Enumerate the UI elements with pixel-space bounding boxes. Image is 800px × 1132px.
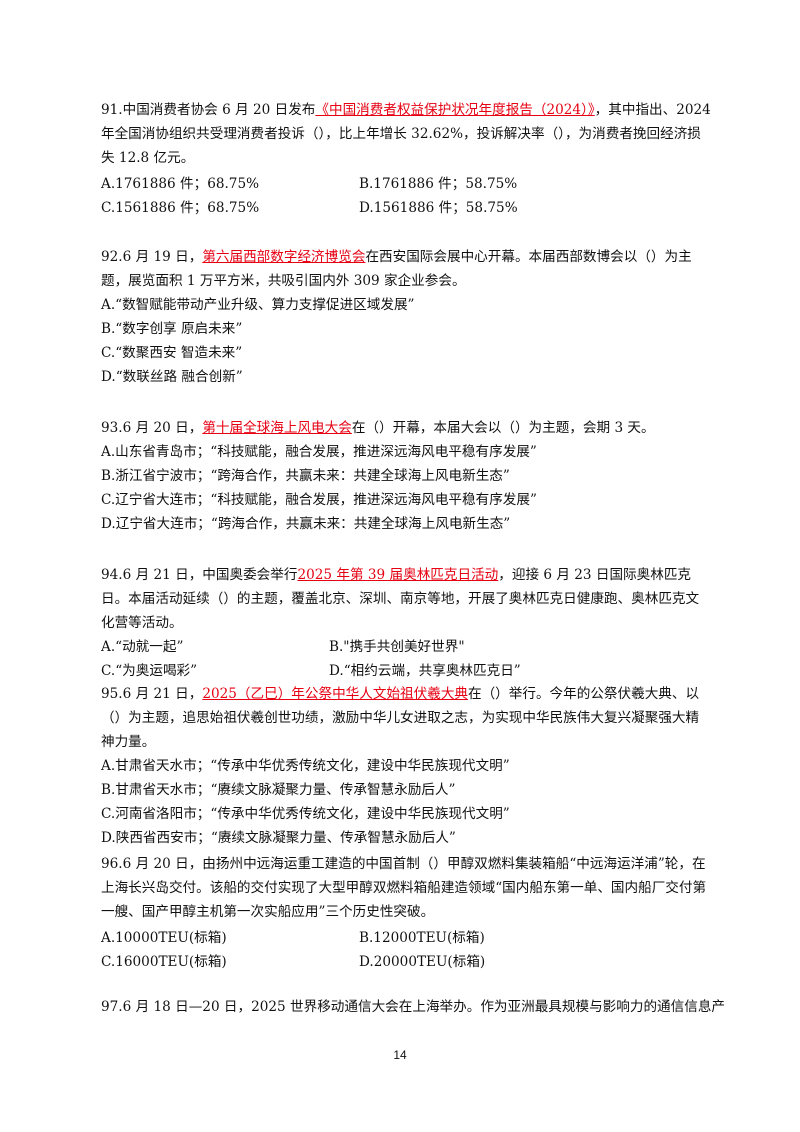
option-d: D.陕西省西安市；“赓续文脉凝聚力量、传承智慧永励后人”: [101, 830, 456, 846]
highlighted-topic: 2025（乙巳）年公祭中华人文始祖伏羲大典: [202, 686, 468, 702]
options: A.1761886 件；68.75% B.1761886 件；58.75% C.…: [101, 172, 711, 220]
question-stem: 95.6 月 21 日，2025（乙巳）年公祭中华人文始祖伏羲大典在（）举行。今…: [101, 682, 711, 754]
option-d: D.20000TEU(标箱): [359, 954, 486, 970]
stem-text: ，迎接 6 月 23 日国际奥林匹克日。本届活动延续（）的主题，覆盖北京、深圳、…: [101, 567, 700, 631]
option-d: D.“相约云端，共享奥林匹克日”: [329, 663, 521, 679]
question-stem: 92.6 月 19 日，第六届西部数字经济博览会在西安国际会展中心开幕。本届西部…: [101, 245, 711, 293]
highlighted-topic: 2025 年第 39 届奥林匹克日活动: [297, 567, 499, 583]
question-stem: 96.6 月 20 日，由扬州中远海运重工建造的中国首制（）甲醇双燃料集装箱船“…: [101, 852, 711, 924]
option-b: B."携手共创美好世界": [329, 639, 465, 655]
options: A.10000TEU(标箱) B.12000TEU(标箱) C.16000TEU…: [101, 926, 711, 974]
stem-text: 在（）开幕，本届大会以（）为主题，会期 3 天。: [351, 420, 655, 436]
option-c: C.辽宁省大连市；“科技赋能，融合发展，推进深远海风电平稳有序发展”: [101, 492, 537, 508]
question-96: 96.6 月 20 日，由扬州中远海运重工建造的中国首制（）甲醇双燃料集装箱船“…: [101, 852, 711, 974]
option-c: C.“数聚西安 智造未来”: [101, 345, 243, 361]
option-a: A.10000TEU(标箱): [101, 930, 227, 946]
stem-text: 在西安国际会展中心开幕。本届西部数博会以（）为主题，展览面积 1 万平方米，共吸…: [101, 249, 692, 289]
question-93: 93.6 月 20 日，第十届全球海上风电大会在（）开幕，本届大会以（）为主题，…: [101, 416, 711, 536]
question-stem: 97.6 月 18 日—20 日，2025 世界移动通信大会在上海举办。作为亚洲…: [101, 995, 725, 1019]
stem-text: 93.6 月 20 日，: [101, 420, 203, 436]
option-b: B.1761886 件；58.75%: [359, 176, 518, 192]
option-d: D.辽宁省大连市；“跨海合作，共赢未来：共建全球海上风电新生态”: [101, 516, 511, 532]
option-b: B.“数字创享 原启未来”: [101, 321, 243, 337]
option-d: D.1561886 件；58.75%: [359, 200, 518, 216]
highlighted-topic: 第十届全球海上风电大会: [202, 420, 352, 436]
option-b: B.甘肃省天水市；“赓续文脉凝聚力量、传承智慧永励后人”: [101, 782, 456, 798]
option-a: A.1761886 件；68.75%: [101, 176, 260, 192]
option-c: C.16000TEU(标箱): [101, 954, 227, 970]
stem-text: 97.6 月 18 日—20 日，2025 世界移动通信大会在上海举办。作为亚洲…: [101, 999, 726, 1015]
question-stem: 93.6 月 20 日，第十届全球海上风电大会在（）开幕，本届大会以（）为主题，…: [101, 416, 711, 440]
option-c: C.1561886 件；68.75%: [101, 200, 260, 216]
stem-text: 92.6 月 19 日，: [101, 249, 203, 265]
option-a: A.“动就一起”: [101, 639, 184, 655]
option-a: A.山东省青岛市；“科技赋能，融合发展，推进深远海风电平稳有序发展”: [101, 444, 537, 460]
highlighted-topic: 《中国消费者权益保护状况年度报告（2024）》: [315, 102, 595, 118]
option-b: B.浙江省宁波市；“跨海合作，共赢未来：共建全球海上风电新生态”: [101, 468, 510, 484]
question-91: 91.中国消费者协会 6 月 20 日发布《中国消费者权益保护状况年度报告（20…: [101, 98, 711, 220]
option-a: A.甘肃省天水市；“传承中华优秀传统文化，建设中华民族现代文明”: [101, 758, 510, 774]
stem-text: 96.6 月 20 日，由扬州中远海运重工建造的中国首制（）甲醇双燃料集装箱船“…: [101, 856, 707, 920]
page-number: 14: [393, 1048, 407, 1062]
option-c: C.“为奥运喝彩”: [101, 663, 198, 679]
option-b: B.12000TEU(标箱): [359, 930, 485, 946]
options: A.“动就一起” B."携手共创美好世界" C.“为奥运喝彩” D.“相约云端，…: [101, 635, 711, 683]
question-95: 95.6 月 21 日，2025（乙巳）年公祭中华人文始祖伏羲大典在（）举行。今…: [101, 682, 711, 850]
stem-text: 94.6 月 21 日，中国奥委会举行: [101, 567, 298, 583]
stem-text: 91.中国消费者协会 6 月 20 日发布: [101, 102, 316, 118]
stem-text: 在（）举行。今年的公祭伏羲大典、以（）为主题，追思始祖伏羲创世功绩，激励中华儿女…: [101, 686, 700, 750]
question-94: 94.6 月 21 日，中国奥委会举行2025 年第 39 届奥林匹克日活动，迎…: [101, 563, 711, 683]
highlighted-topic: 第六届西部数字经济博览会: [202, 249, 366, 265]
question-stem: 94.6 月 21 日，中国奥委会举行2025 年第 39 届奥林匹克日活动，迎…: [101, 563, 711, 635]
option-c: C.河南省洛阳市；“传承中华优秀传统文化，建设中华民族现代文明”: [101, 806, 510, 822]
stem-text: 95.6 月 21 日，: [101, 686, 203, 702]
question-stem: 91.中国消费者协会 6 月 20 日发布《中国消费者权益保护状况年度报告（20…: [101, 98, 711, 170]
option-d: D.“数联丝路 融合创新”: [101, 369, 243, 385]
option-a: A.“数智赋能带动产业升级、算力支撑促进区域发展”: [101, 297, 415, 313]
stem-text: ，其中指出、2024 年全国消协组织共受理消费者投诉（），比上年增长 32.62…: [101, 102, 711, 166]
question-97: 97.6 月 18 日—20 日，2025 世界移动通信大会在上海举办。作为亚洲…: [101, 995, 725, 1019]
question-92: 92.6 月 19 日，第六届西部数字经济博览会在西安国际会展中心开幕。本届西部…: [101, 245, 711, 389]
